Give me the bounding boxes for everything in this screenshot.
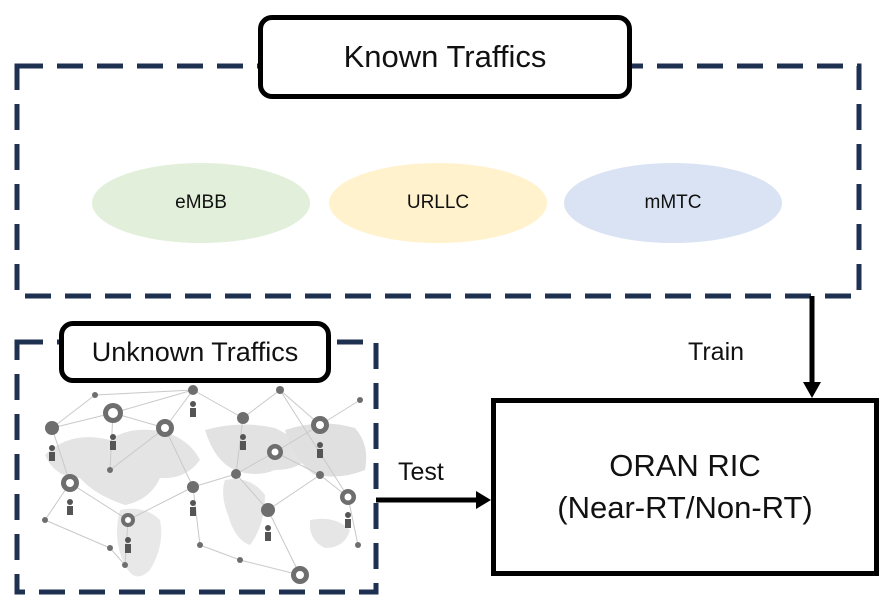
category-urllc: URLLC <box>329 163 547 243</box>
oran-ric-subtitle: (Near-RT/Non-RT) <box>557 490 813 525</box>
known-traffics-title: Known Traffics <box>343 39 547 74</box>
train-label: Train <box>688 338 745 366</box>
test-label: Test <box>398 458 444 486</box>
unknown-traffics-title: Unknown Traffics <box>91 336 299 367</box>
category-urllc-label: URLLC <box>406 192 470 213</box>
known-traffics-title-box: Known Traffics <box>258 15 632 99</box>
category-embb-label: eMBB <box>175 192 227 213</box>
category-embb: eMBB <box>92 163 310 243</box>
test-arrow-head <box>476 491 491 509</box>
category-mmtc: mMTC <box>564 163 782 243</box>
oran-ric-box: ORAN RIC (Near-RT/Non-RT) <box>491 398 879 576</box>
oran-ric-title: ORAN RIC <box>609 448 761 484</box>
train-arrow-head <box>803 382 821 398</box>
unknown-traffics-title-box: Unknown Traffics <box>59 321 331 383</box>
network-map-image <box>42 385 367 584</box>
category-mmtc-label: mMTC <box>644 192 702 213</box>
